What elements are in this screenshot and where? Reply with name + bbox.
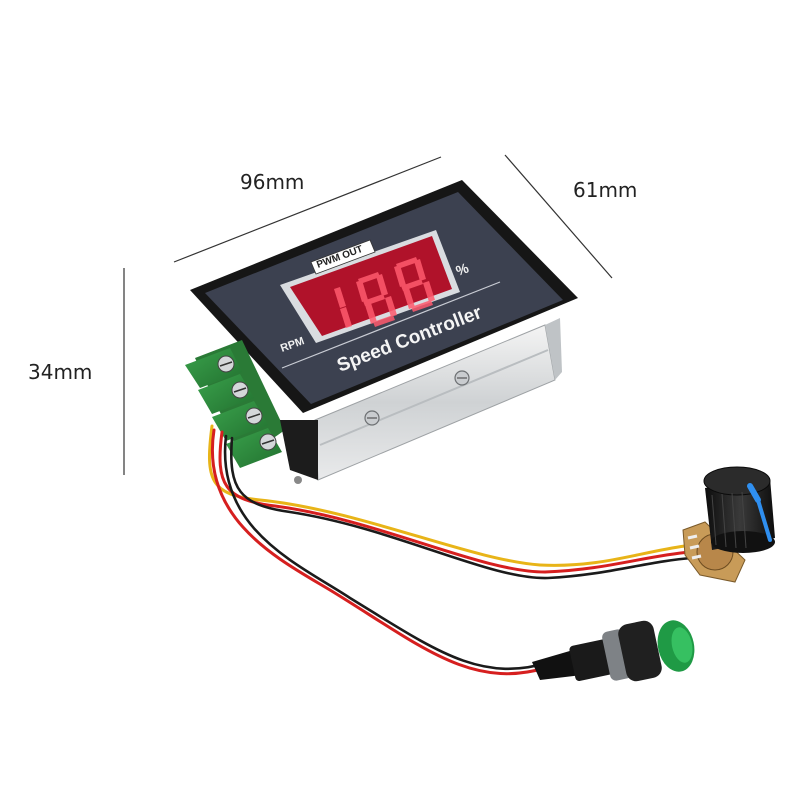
housing-side [545,318,562,380]
housing-endcap [280,420,318,480]
width-dimension-label: 96mm [240,170,305,194]
width-dimension-line [173,156,442,263]
height-dimension-label: 34mm [28,360,93,384]
depth-dimension-label: 61mm [573,178,638,202]
wire-harness [208,424,695,676]
knob-icon [703,466,775,553]
panel-divider [281,281,501,369]
pwm-out-tag [310,239,376,275]
led-digits [334,257,435,328]
percent-label: % [454,259,472,278]
dimension-lines [123,154,613,475]
push-button-switch [532,620,695,682]
screw-terminal-block [185,340,285,468]
depth-dimension-line [504,154,613,279]
